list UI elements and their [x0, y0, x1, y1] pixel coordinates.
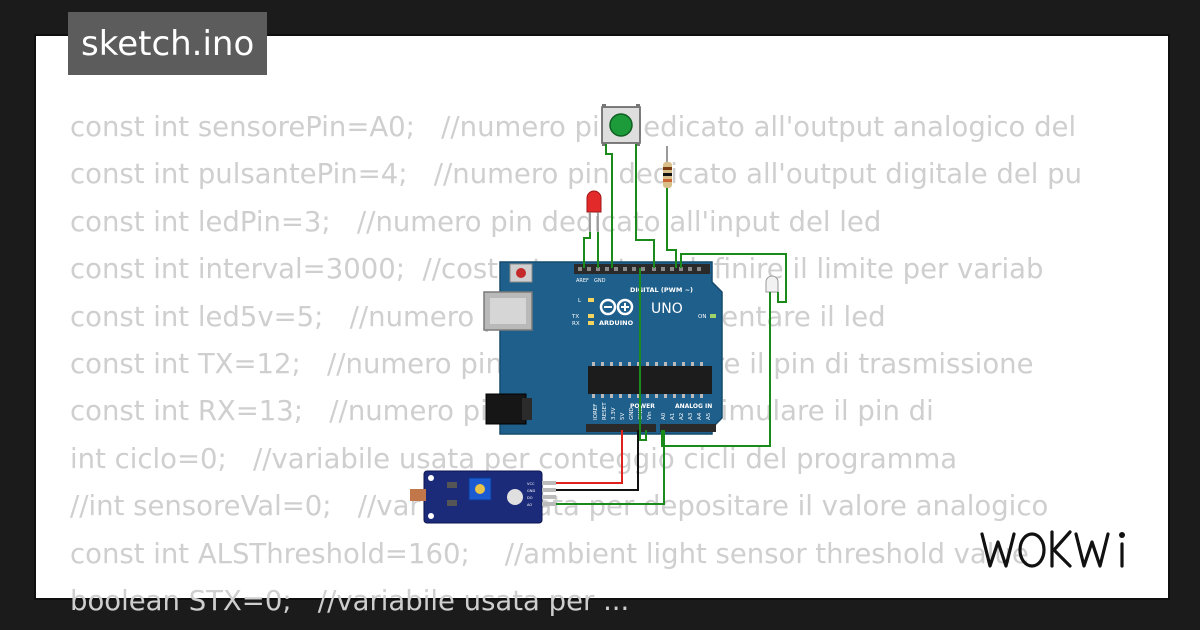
rx-label: RX — [572, 321, 580, 327]
power-header — [586, 424, 656, 432]
pin-gnd-1: GND — [629, 407, 635, 420]
pin-vin: Vin — [647, 411, 653, 420]
white-led[interactable] — [765, 275, 779, 293]
resistor[interactable] — [663, 146, 672, 188]
aref-label: AREF — [576, 278, 589, 284]
code-line: const int pulsantePin=4; //numero pin de… — [70, 158, 1083, 191]
analog-label: ANALOG IN — [675, 403, 712, 410]
wire-sensor-vcc[interactable] — [556, 430, 623, 484]
tx-label: TX — [571, 314, 579, 320]
code-line: const int sensorePin=A0; //numero pin de… — [70, 111, 1077, 143]
pin-reset: RESET — [602, 402, 608, 420]
push-button[interactable] — [601, 104, 641, 146]
code-line: const int ledPin=3; //numero pin dedicat… — [70, 205, 882, 238]
board-brand-label: ARDUINO — [599, 319, 634, 327]
code-line: int ciclo=0; //variabile usata per conte… — [70, 442, 958, 475]
power-label: POWER — [630, 403, 655, 410]
code-line: const int ALSThreshold=160; //ambient li… — [70, 537, 1029, 570]
microcontroller-chip — [588, 366, 712, 394]
l-label: L — [578, 298, 582, 304]
wire-led-anode[interactable] — [583, 232, 591, 268]
button-cap[interactable] — [609, 113, 633, 137]
digital-label: DIGITAL (PWM ~) — [630, 286, 693, 294]
wire-white-led-return[interactable] — [661, 292, 771, 447]
pin-a4: A4 — [697, 412, 703, 420]
red-led[interactable] — [586, 190, 602, 232]
arduino-logo-icon — [599, 298, 634, 316]
code-line: boolean STX=0; //variabile usata per ... — [70, 584, 630, 617]
arduino-uno-board[interactable]: AREF GND DIGITAL (PWM ~) UNO ARDUINO L T… — [483, 261, 723, 435]
sensor-pin-gnd: GND — [527, 489, 535, 493]
wire-resistor[interactable] — [666, 188, 677, 268]
wire-sensor-gnd[interactable] — [556, 430, 639, 491]
pin-a0: A0 — [661, 412, 667, 420]
on-label: ON — [698, 314, 706, 320]
wire-to-white-led[interactable] — [680, 253, 787, 303]
gnd-label: GND — [594, 278, 606, 284]
pin-a1: A1 — [670, 413, 676, 420]
wire-button-left[interactable] — [605, 144, 613, 268]
pin-a3: A3 — [688, 412, 694, 420]
wire-digital-to-ground[interactable] — [639, 268, 647, 441]
wire-button-right[interactable] — [635, 144, 655, 268]
light-sensor-module[interactable]: VCC GND DO AO — [410, 470, 556, 524]
pin-ioref: IOREF — [593, 404, 599, 420]
pin-a5: A5 — [706, 412, 712, 420]
wires — [556, 144, 787, 505]
sensor-pin-do: DO — [527, 496, 533, 500]
file-name-label: sketch.ino — [68, 12, 268, 75]
pin-a2: A2 — [679, 413, 685, 420]
pin-3v3: 3.3V — [611, 407, 617, 420]
wire-sensor-ao[interactable] — [556, 430, 665, 505]
pin-5v: 5V — [620, 413, 626, 420]
wokwi-logo — [980, 530, 1125, 568]
sensor-pin-ao: AO — [527, 503, 532, 507]
sensor-pin-vcc: VCC — [527, 482, 535, 486]
board-model-label: UNO — [651, 301, 683, 317]
power-jack — [485, 393, 527, 425]
analog-header — [660, 424, 716, 432]
